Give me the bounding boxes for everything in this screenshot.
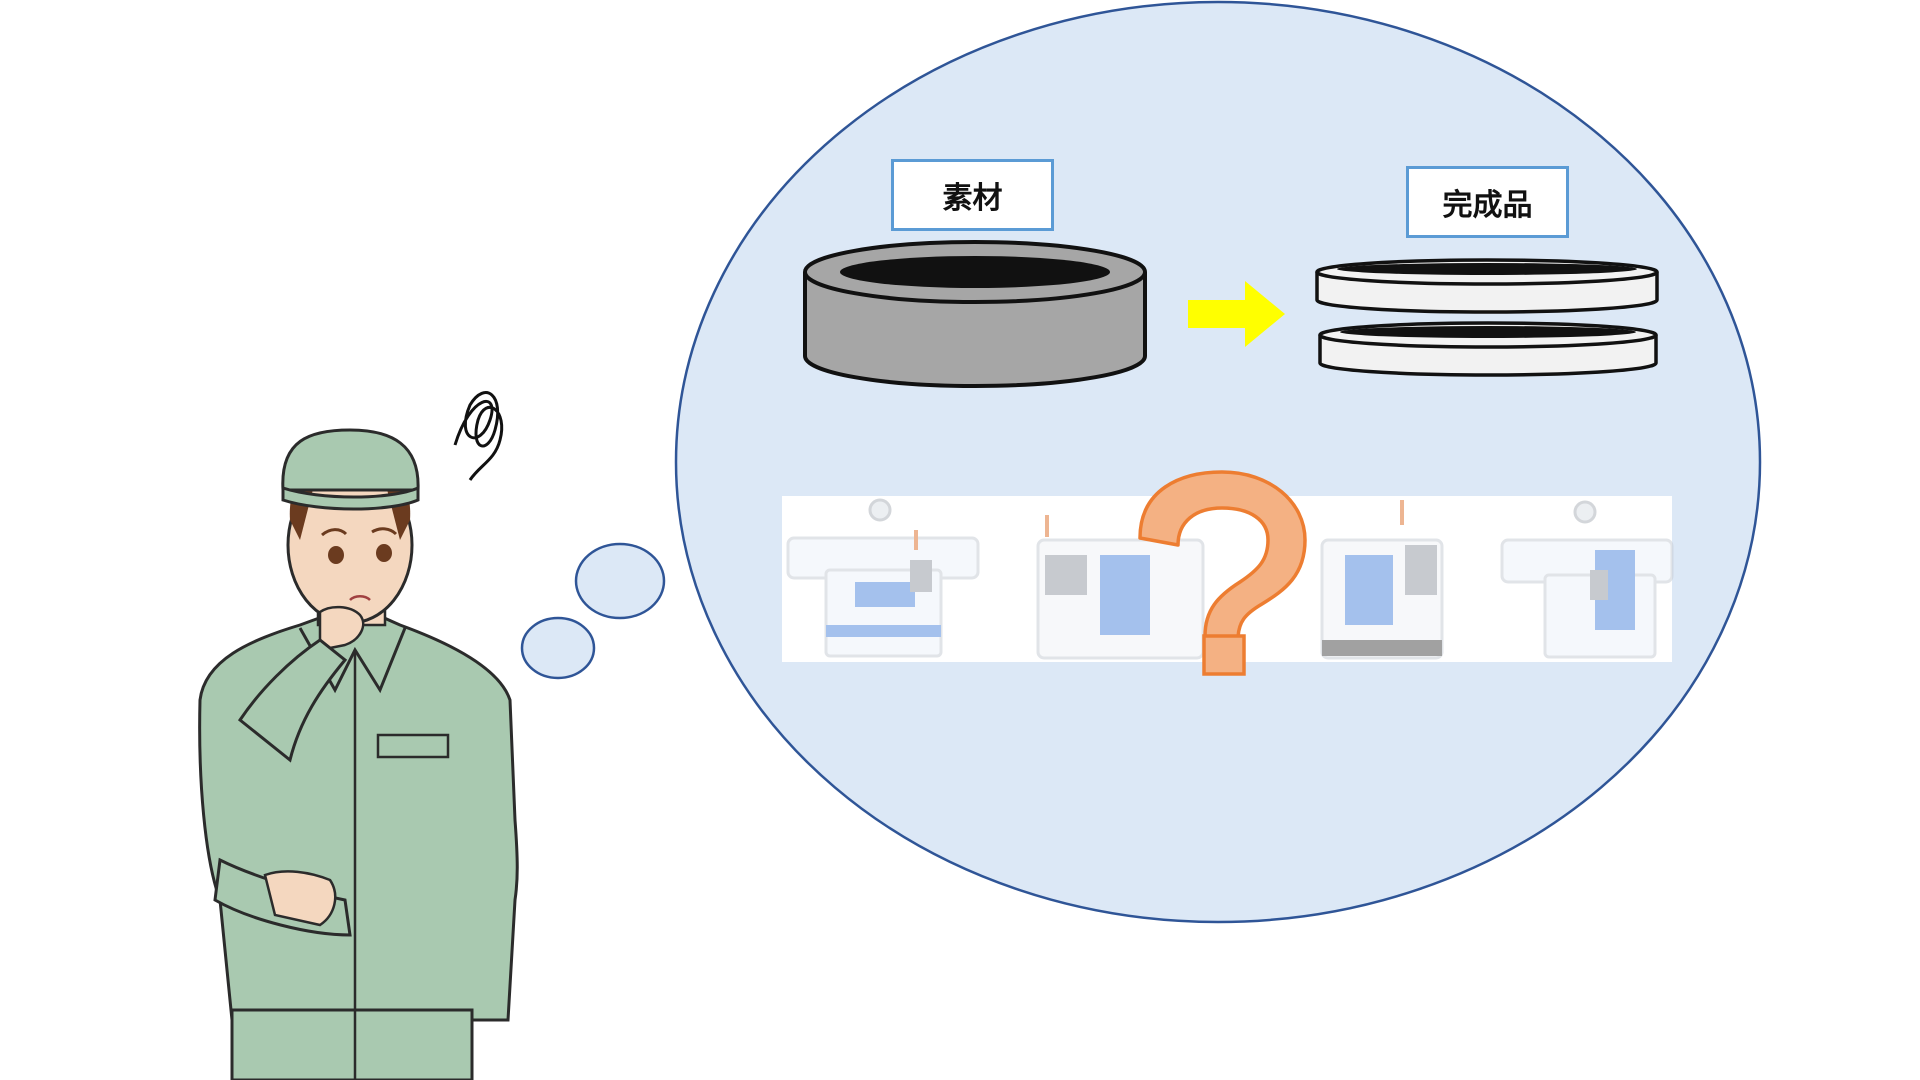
thought-bubble <box>674 0 1762 924</box>
finished-product-ring-bottom-icon <box>1318 321 1658 377</box>
finished-product-ring-top-icon <box>1315 258 1659 314</box>
machine-tool-3-icon <box>1320 500 1444 660</box>
machine-tool-4-icon <box>1500 500 1674 659</box>
question-mark-icon <box>1138 470 1307 676</box>
thinking-worker-icon <box>198 428 519 1080</box>
finished-product-label: 完成品 <box>1406 166 1569 238</box>
confusion-squiggle-icon <box>453 391 504 481</box>
machine-tools-strip <box>782 496 1674 662</box>
raw-material-ring-icon <box>803 240 1147 388</box>
thought-bubble-small-2 <box>520 616 596 680</box>
machine-tool-1-icon <box>786 498 980 658</box>
arrow-right-icon <box>1188 281 1285 347</box>
machine-tool-2-icon <box>1036 515 1205 660</box>
thought-bubble-small-1 <box>574 542 666 620</box>
raw-material-label: 素材 <box>891 159 1054 231</box>
